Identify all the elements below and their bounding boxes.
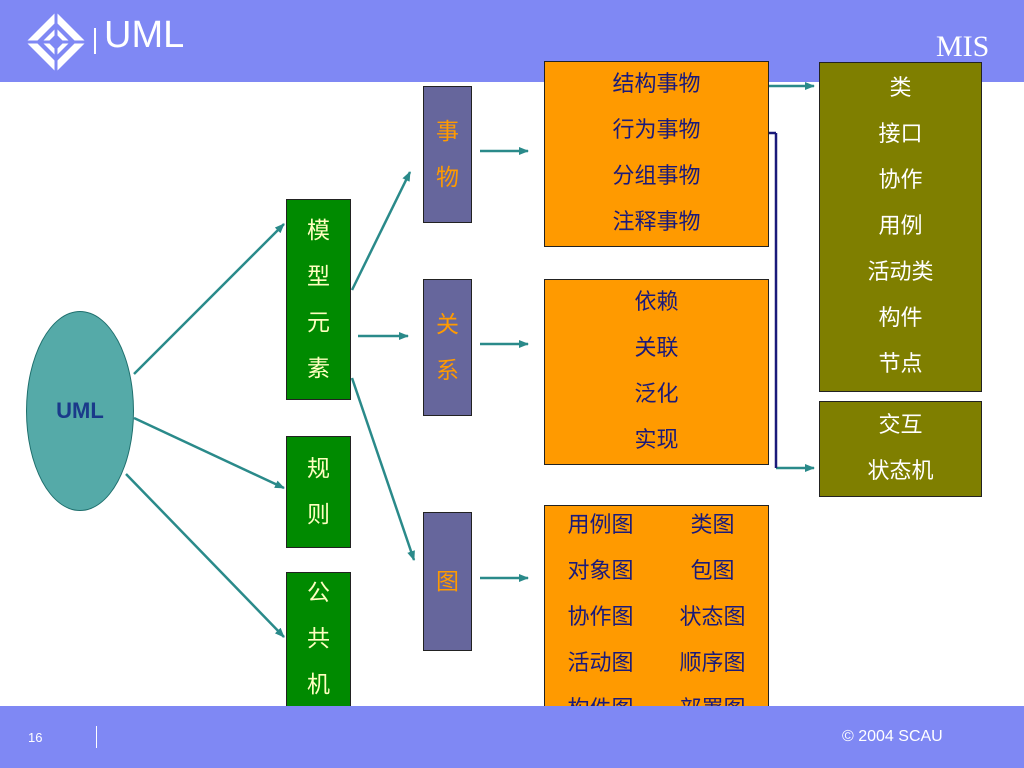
diagram-type-item: 顺序图 [679, 651, 746, 676]
model-elements-char: 型 [307, 263, 330, 290]
thing-types-box: 结构事物 行为事物 分组事物 注释事物 [544, 61, 769, 247]
arrow-uml-to-rules [133, 416, 285, 490]
relationships-char: 关 [436, 311, 459, 338]
diagrams-char: 图 [436, 568, 459, 595]
model-elements-char: 素 [307, 355, 330, 382]
diagram-type-item: 协作图 [567, 605, 634, 630]
thing-type-item: 行为事物 [612, 118, 701, 143]
relationship-type-item: 实现 [634, 428, 679, 453]
structural-thing-item: 用例 [878, 214, 923, 239]
slide-title: UML [104, 14, 185, 56]
relationships-box: 关 系 [423, 279, 472, 416]
thing-type-item: 结构事物 [612, 72, 701, 97]
diagram-types-box: 用例图 类图 对象图 包图 协作图 状态图 活动图 顺序图 构件图 部署图 [544, 505, 769, 731]
header-separator [94, 28, 96, 54]
model-elements-char: 元 [307, 309, 330, 336]
thing-type-item: 分组事物 [612, 164, 701, 189]
behavioral-thing-item: 状态机 [867, 459, 934, 484]
structural-thing-item: 协作 [878, 168, 923, 193]
relationship-type-item: 依赖 [634, 290, 679, 315]
structural-things-box: 类 接口 协作 用例 活动类 构件 节点 [819, 62, 982, 392]
relationship-type-item: 关联 [634, 336, 679, 361]
uml-root-node: UML [26, 311, 134, 511]
structural-thing-item: 接口 [878, 122, 923, 147]
model-elements-box: 模 型 元 素 [286, 199, 351, 400]
diagram-type-item: 对象图 [567, 559, 634, 584]
structural-thing-item: 活动类 [867, 260, 934, 285]
common-mechanisms-char: 共 [307, 626, 330, 652]
diagram-type-item: 用例图 [567, 513, 634, 538]
behavioral-things-box: 交互 状态机 [819, 401, 982, 497]
rules-char: 则 [307, 502, 330, 528]
diagrams-box: 图 [423, 512, 472, 651]
thing-type-item: 注释事物 [612, 210, 701, 235]
arrow-uml-to-common-mechanisms [125, 473, 285, 638]
diagram-type-item: 状态图 [679, 605, 746, 630]
uml-root-label: UML [56, 398, 104, 423]
brand-logo: MIS [936, 30, 990, 63]
model-elements-char: 模 [307, 217, 330, 244]
relationships-char: 系 [436, 357, 459, 384]
behavioral-thing-item: 交互 [878, 413, 923, 438]
things-box: 事 物 [423, 86, 472, 223]
diagram-type-item: 活动图 [567, 651, 634, 676]
relationship-type-item: 泛化 [634, 382, 679, 407]
diagram-type-item: 类图 [690, 513, 735, 538]
things-char: 事 [436, 118, 459, 145]
rules-box: 规 则 [286, 436, 351, 548]
rules-char: 规 [307, 456, 330, 482]
page-number: 16 [28, 730, 43, 745]
uml-logo-icon [26, 12, 86, 72]
common-mechanisms-char: 公 [307, 580, 330, 606]
copyright-text: © 2004 SCAU [842, 728, 943, 745]
structural-thing-item: 类 [889, 76, 912, 101]
diagram-type-item: 包图 [690, 559, 735, 584]
things-char: 物 [436, 164, 459, 191]
common-mechanisms-char: 机 [307, 672, 330, 698]
arrow-model-to-diagrams [350, 377, 416, 561]
footer-banner [0, 706, 1024, 768]
structural-thing-item: 构件 [878, 306, 923, 331]
arrow-model-to-things [350, 171, 412, 291]
arrow-uml-to-model-elements [133, 223, 285, 375]
relationship-types-box: 依赖 关联 泛化 实现 [544, 279, 769, 465]
footer-separator [96, 726, 97, 748]
structural-thing-item: 节点 [878, 352, 923, 377]
